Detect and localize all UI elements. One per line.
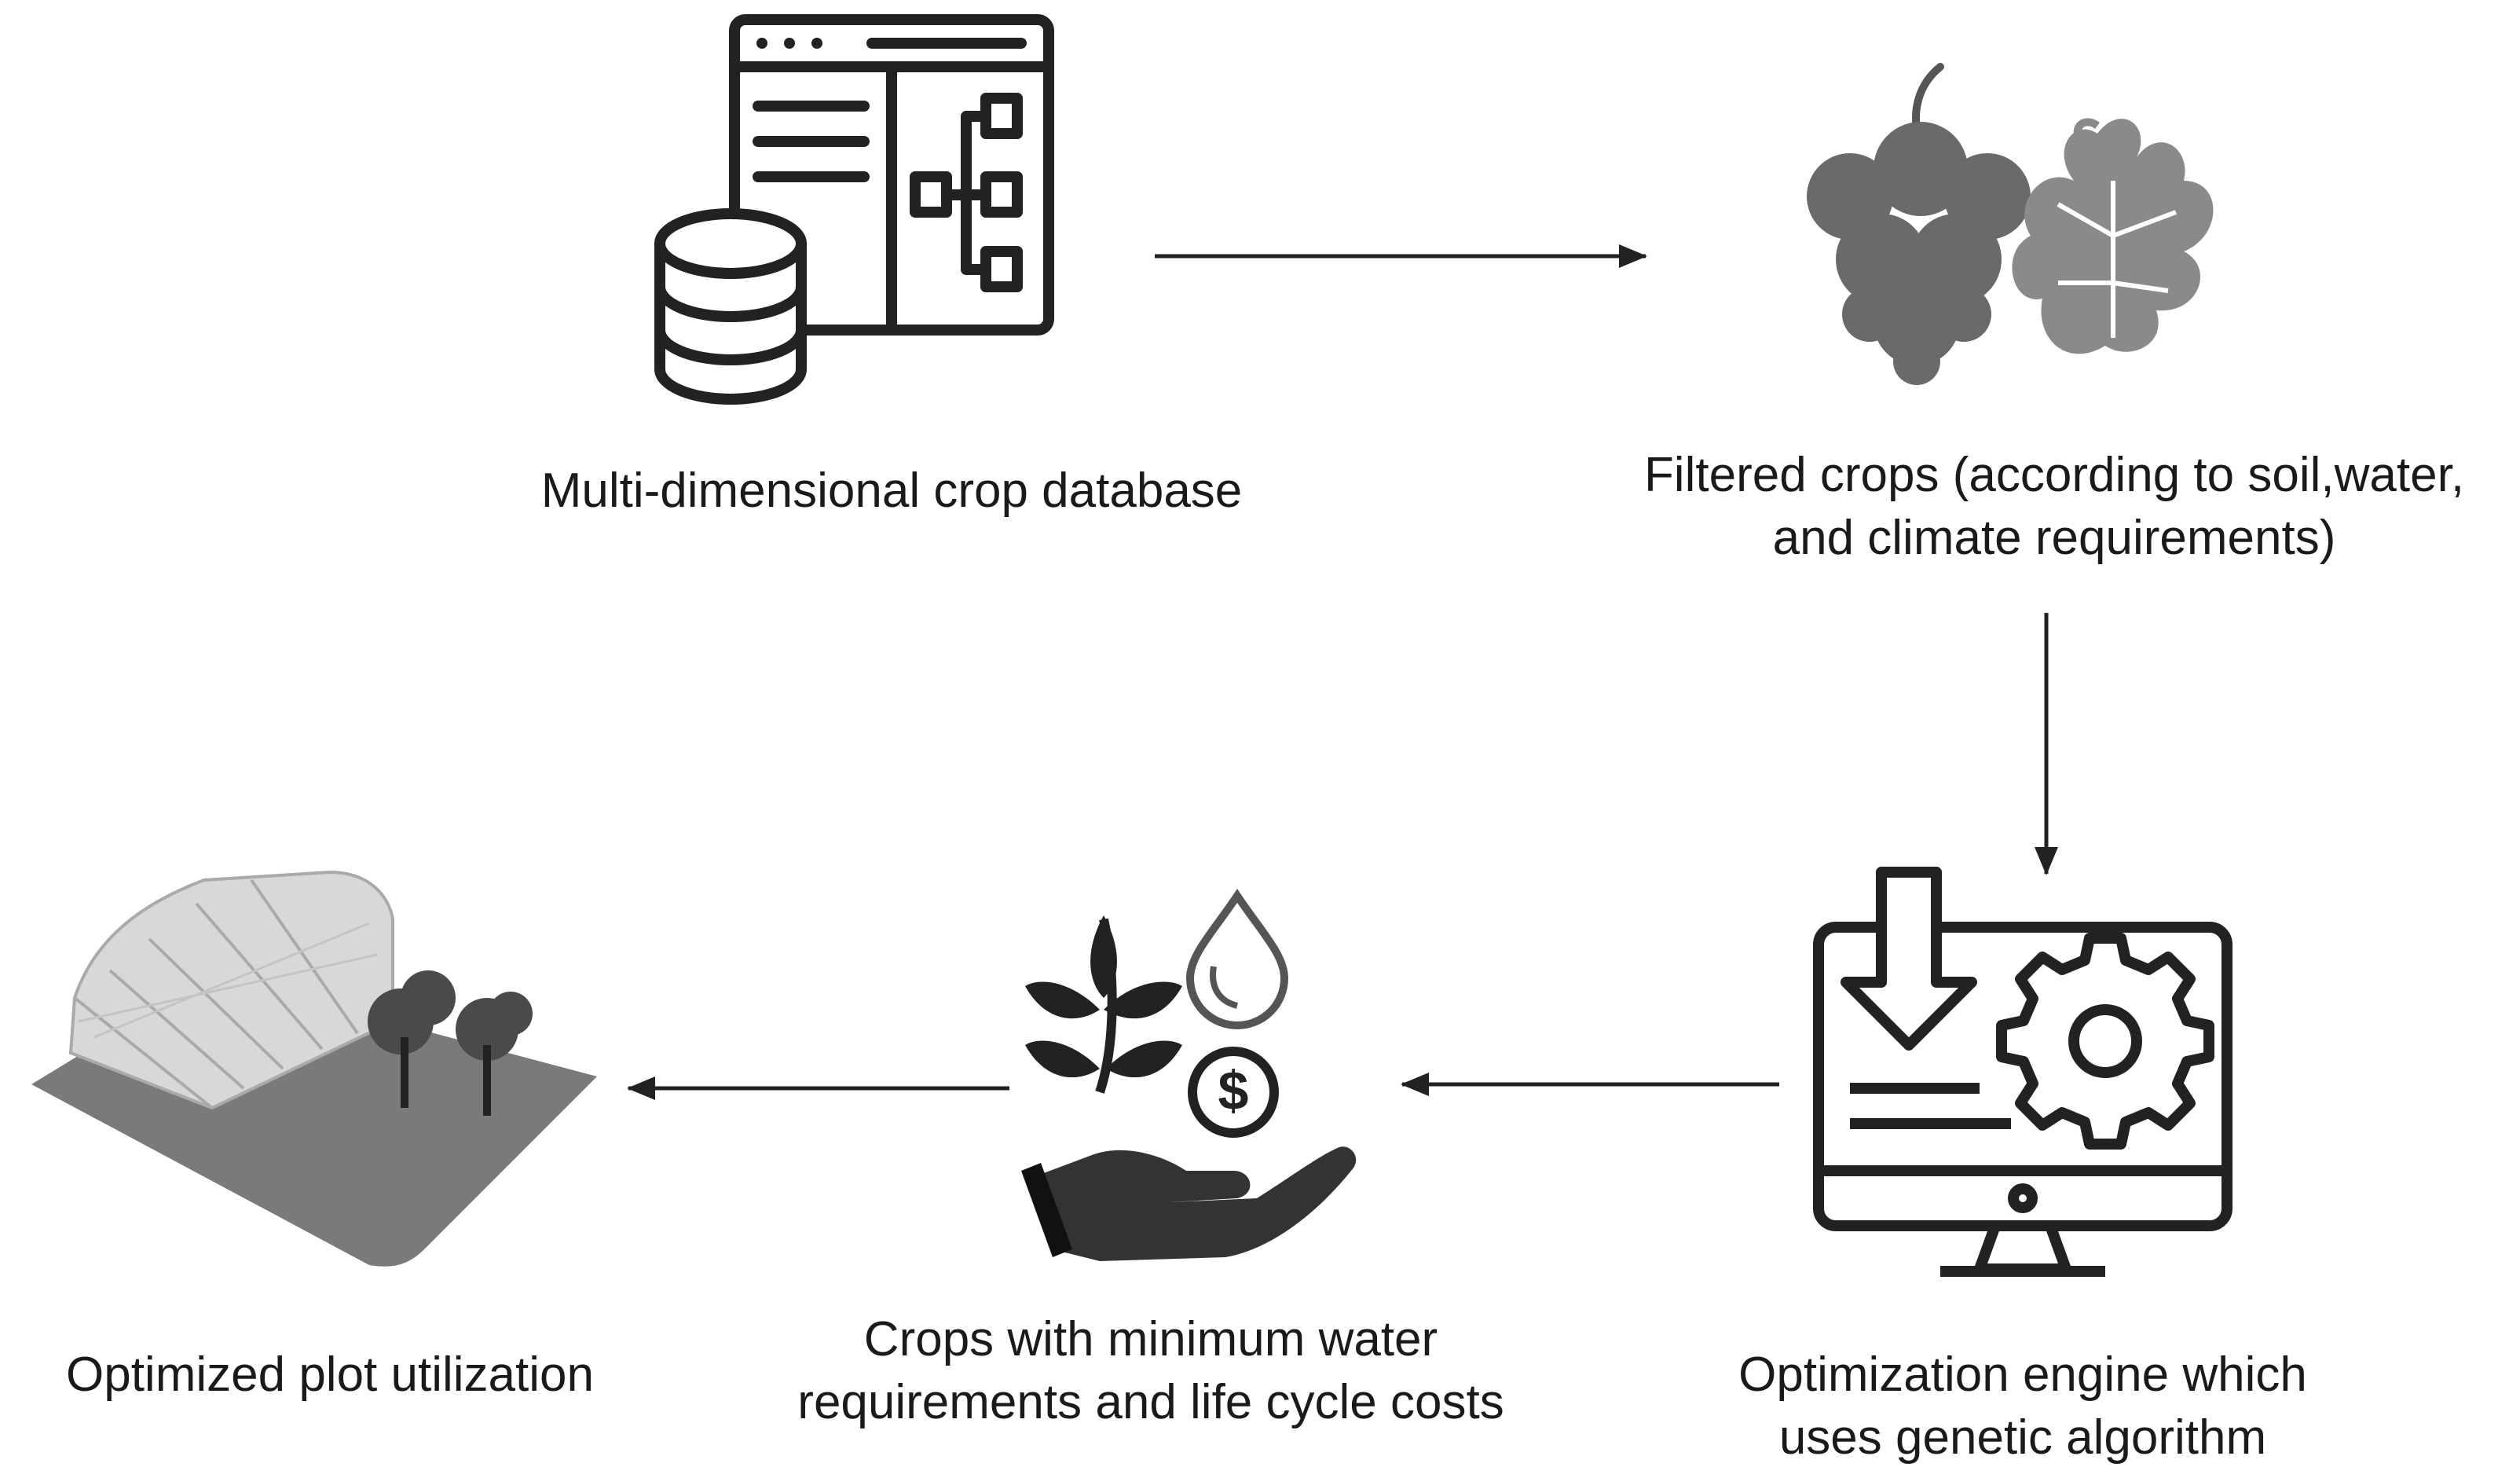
plant-water-money-hand-icon: $ — [1021, 888, 1357, 1261]
filtered-crops-label-line1: Filtered crops (according to soil,water, — [1643, 448, 2465, 502]
engine-label: Optimization engine which uses genetic a… — [1689, 1344, 2357, 1469]
filtered-crops-label-line2: and climate requirements) — [1772, 511, 2336, 565]
database-schema-icon — [654, 14, 1054, 405]
crops-label-line2: requirements and life cycle costs — [797, 1375, 1504, 1429]
plot-label: Optimized plot utilization — [16, 1344, 644, 1406]
svg-text:$: $ — [1218, 1060, 1249, 1121]
engine-label-line1: Optimization engine which — [1738, 1348, 2307, 1402]
filtered-crops-label: Filtered crops (according to soil,water,… — [1599, 444, 2510, 570]
engine-label-line2: uses genetic algorithm — [1778, 1410, 2267, 1465]
greenhouse-plot-icon — [31, 870, 597, 1267]
grapes-fig-leaf-icon — [1807, 63, 2214, 385]
monitor-gear-download-icon — [1813, 867, 2232, 1277]
database-label: Multi-dimensional crop database — [503, 460, 1280, 523]
crops-label-line1: Crops with minimum water — [863, 1312, 1438, 1366]
plot-label-text: Optimized plot utilization — [66, 1348, 594, 1402]
database-label-text: Multi-dimensional crop database — [540, 464, 1243, 518]
crops-label: Crops with minimum water requirements an… — [738, 1308, 1563, 1434]
